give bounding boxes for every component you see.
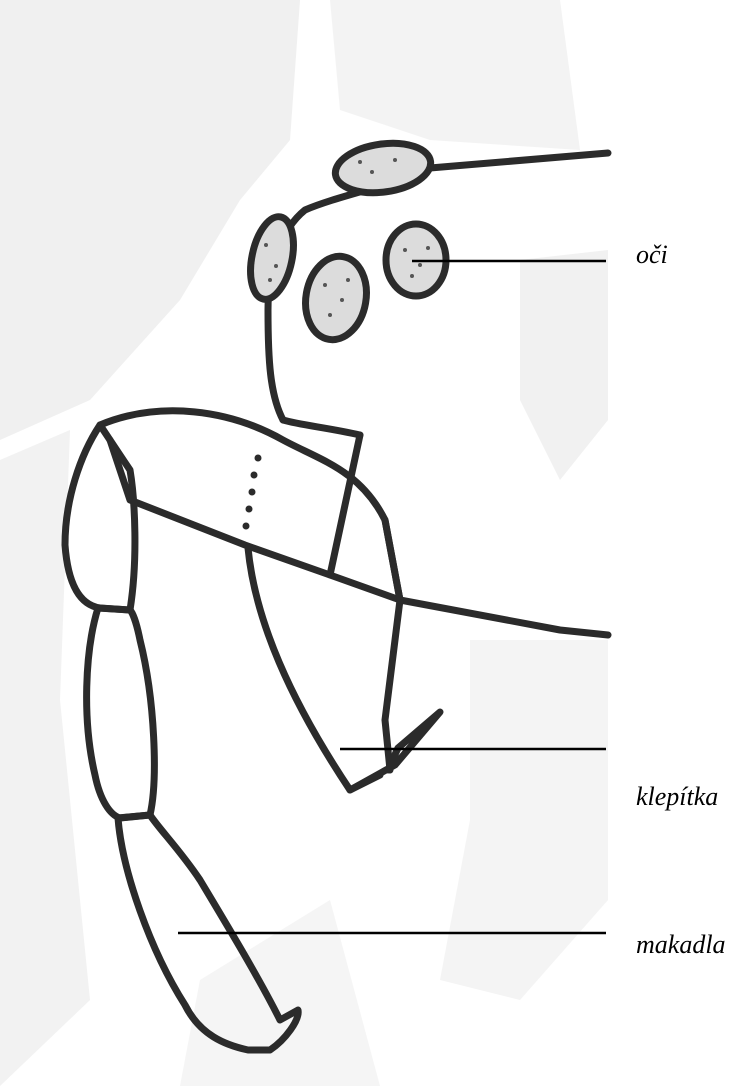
- label-pedipalps: makadla: [636, 932, 726, 958]
- label-chelicerae: klepítka: [636, 784, 718, 810]
- label-eyes: oči: [636, 242, 668, 268]
